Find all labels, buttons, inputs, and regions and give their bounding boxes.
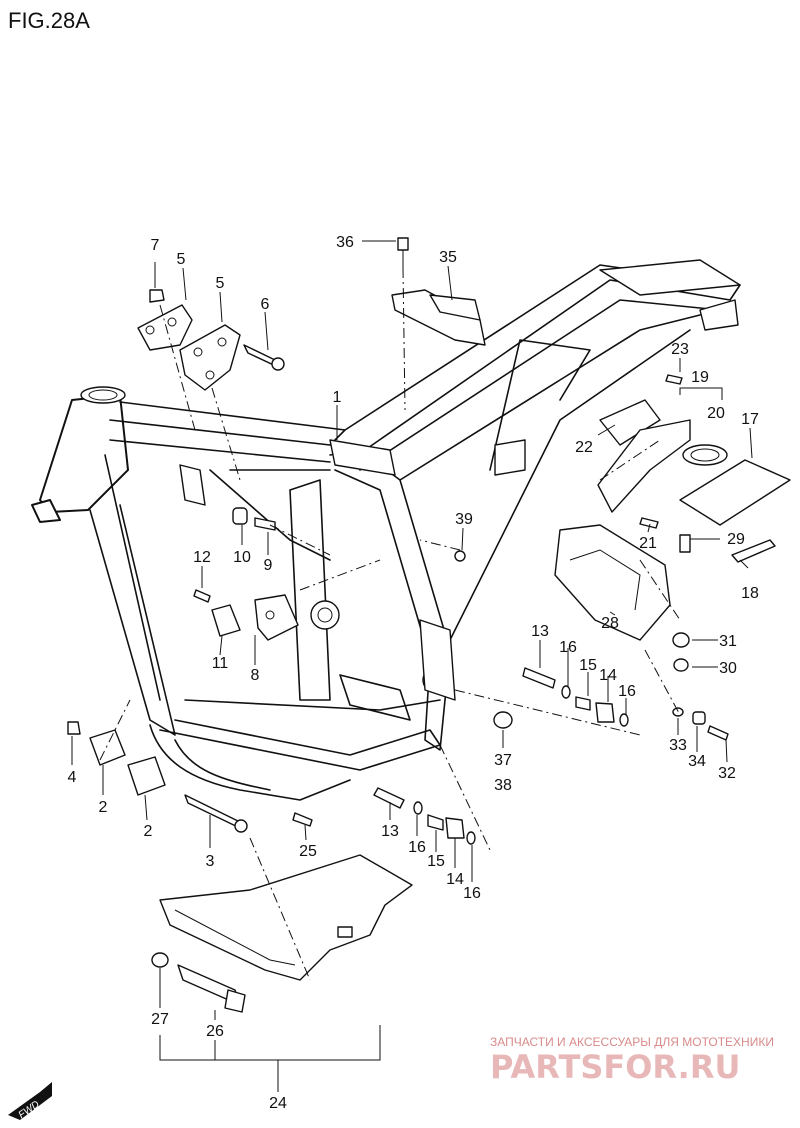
callout-27: 27 — [151, 1011, 169, 1028]
callout-10: 10 — [233, 549, 251, 566]
callout-5: 5 — [216, 275, 225, 292]
callout-39: 39 — [455, 511, 473, 528]
callout-4: 4 — [68, 769, 77, 786]
skid-plate-drawing — [151, 854, 413, 1013]
leader-lines — [71, 240, 753, 1092]
callout-38: 38 — [494, 777, 512, 794]
callout-30: 30 — [719, 660, 737, 677]
callout-20: 20 — [707, 405, 725, 422]
watermark-logo: PARTSFOR.RU — [490, 1048, 740, 1086]
figure-title: FIG.28A — [8, 8, 90, 33]
callout-16: 16 — [618, 683, 636, 700]
callout-34: 34 — [688, 753, 706, 770]
main-frame-drawing — [31, 259, 741, 801]
callout-29: 29 — [727, 531, 745, 548]
callout-25: 25 — [299, 843, 317, 860]
callout-16: 16 — [463, 885, 481, 902]
callout-19: 19 — [691, 369, 709, 386]
callout-2: 2 — [144, 823, 153, 840]
callout-3: 3 — [206, 853, 215, 870]
center-lines — [99, 267, 681, 981]
callout-18: 18 — [741, 585, 759, 602]
callout-13: 13 — [531, 623, 549, 640]
callout-2: 2 — [99, 799, 108, 816]
callout-6: 6 — [261, 296, 270, 313]
watermark-tagline: ЗАПЧАСТИ И АКСЕССУАРЫ ДЛЯ МОТОТЕХНИКИ — [490, 1035, 774, 1049]
callout-1: 1 — [333, 389, 342, 406]
callout-32: 32 — [718, 765, 736, 782]
callout-31: 31 — [719, 633, 737, 650]
callout-28: 28 — [601, 615, 619, 632]
callout-15: 15 — [579, 657, 597, 674]
small-parts-drawing — [67, 507, 466, 833]
callout-14: 14 — [446, 871, 464, 888]
callout-7: 7 — [151, 237, 160, 254]
fwd-direction-icon: FWD — [8, 1082, 52, 1121]
right-mount-parts-drawing — [373, 632, 729, 845]
callout-35: 35 — [439, 249, 457, 266]
callout-8: 8 — [251, 667, 260, 684]
callout-11: 11 — [212, 655, 229, 672]
callout-26: 26 — [206, 1023, 224, 1040]
callout-23: 23 — [671, 341, 689, 358]
callout-5: 5 — [177, 251, 186, 268]
callout-16: 16 — [408, 839, 426, 856]
callout-21: 21 — [639, 535, 657, 552]
callout-15: 15 — [427, 853, 445, 870]
engine-mount-brackets-drawing — [137, 289, 285, 391]
callout-labels: 1 2 2 3 4 5 5 6 7 8 9 10 11 12 13 13 14 … — [68, 234, 759, 1112]
top-bracket-drawing — [391, 237, 486, 346]
callout-22: 22 — [575, 439, 593, 456]
callout-12: 12 — [193, 549, 211, 566]
callout-24: 24 — [269, 1095, 287, 1112]
callout-13: 13 — [381, 823, 399, 840]
callout-14: 14 — [599, 667, 617, 684]
callout-33: 33 — [669, 737, 687, 754]
callout-17: 17 — [741, 411, 759, 428]
callout-37: 37 — [494, 752, 512, 769]
rear-parts-drawing — [554, 374, 791, 641]
callout-16: 16 — [559, 639, 577, 656]
callout-36: 36 — [336, 234, 354, 251]
callout-9: 9 — [264, 557, 273, 574]
